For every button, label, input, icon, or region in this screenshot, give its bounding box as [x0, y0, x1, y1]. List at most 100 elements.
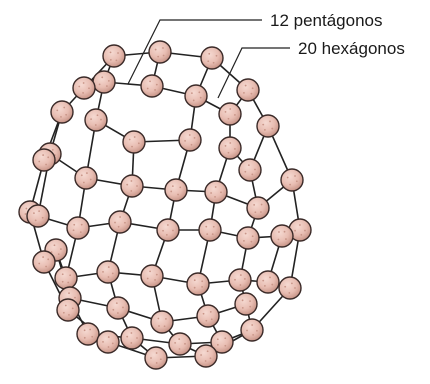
atom-texture-dot — [177, 194, 179, 196]
atom-texture-dot — [117, 52, 119, 54]
atom-texture-dot — [205, 360, 207, 362]
carbon-atom — [121, 175, 143, 197]
atom-texture-dot — [99, 83, 101, 85]
atom-texture-dot — [69, 274, 71, 276]
atom-texture-dot — [210, 192, 212, 194]
atom-texture-dot — [95, 124, 97, 126]
atom-texture-dot — [47, 258, 49, 260]
atom-texture-dot — [88, 87, 90, 89]
atom-texture-dot — [84, 329, 86, 331]
atom-texture-dot — [134, 136, 136, 138]
atom-texture-dot — [264, 129, 266, 131]
carbon-atom — [141, 75, 163, 97]
atom-texture-dot — [194, 279, 196, 281]
atom-texture-dot — [254, 169, 256, 171]
carbon-atom — [141, 265, 163, 287]
atom-texture-dot — [160, 358, 162, 360]
atom-texture-dot — [225, 145, 227, 147]
atom-texture-dot — [78, 86, 80, 88]
atom-texture-dot — [122, 307, 124, 309]
carbon-atom — [103, 45, 125, 67]
atom-texture-dot — [149, 270, 151, 272]
atom-texture-dot — [256, 330, 258, 332]
atom-texture-dot — [205, 226, 207, 228]
atom-texture-dot — [299, 224, 301, 226]
atom-texture-dot — [62, 273, 64, 275]
atom-texture-dot — [229, 142, 231, 144]
atom-texture-dot — [212, 233, 214, 235]
carbon-atom — [241, 319, 263, 341]
atom-texture-dot — [193, 100, 195, 102]
carbon-atom — [169, 333, 191, 355]
carbon-atom — [281, 169, 303, 191]
carbon-atom — [247, 197, 269, 219]
carbon-atom — [187, 273, 209, 295]
atom-texture-dot — [73, 229, 75, 231]
atom-texture-dot — [163, 55, 165, 57]
atom-texture-dot — [252, 235, 254, 237]
atom-texture-dot — [261, 204, 263, 206]
atom-texture-dot — [234, 114, 236, 116]
atom-texture-dot — [294, 287, 296, 289]
atom-texture-dot — [42, 256, 44, 258]
carbon-atom — [195, 345, 217, 367]
atom-texture-dot — [114, 222, 116, 224]
atom-texture-dot — [251, 324, 253, 326]
atom-texture-dot — [68, 314, 70, 316]
carbon-atom — [123, 131, 145, 153]
carbon-atom — [235, 293, 257, 315]
carbon-atom — [197, 305, 219, 327]
atom-texture-dot — [81, 174, 83, 176]
atom-texture-dot — [249, 306, 251, 308]
atom-texture-dot — [102, 341, 104, 343]
atom-texture-dot — [126, 184, 128, 186]
atom-texture-dot — [287, 177, 289, 179]
atom-texture-dot — [194, 287, 196, 289]
atom-texture-dot — [262, 124, 264, 126]
atom-texture-dot — [150, 357, 152, 359]
atom-texture-dot — [284, 231, 286, 233]
atom-texture-dot — [191, 92, 193, 94]
carbon-atom — [239, 159, 261, 181]
atom-texture-dot — [164, 325, 166, 327]
carbon-atom — [205, 181, 227, 203]
atom-texture-dot — [217, 338, 219, 340]
atom-texture-dot — [228, 118, 230, 120]
atom-texture-dot — [203, 313, 205, 315]
atom-texture-dot — [108, 336, 110, 338]
atom-texture-dot — [81, 224, 83, 226]
atom-texture-dot — [253, 204, 255, 206]
carbon-atom — [51, 101, 73, 123]
carbon-atom — [33, 149, 55, 171]
atom-texture-dot — [234, 279, 236, 281]
carbon-atom — [33, 251, 55, 273]
atom-texture-dot — [84, 337, 86, 339]
atom-texture-dot — [68, 292, 70, 294]
atom-texture-dot — [224, 337, 226, 339]
atom-texture-dot — [214, 196, 216, 198]
atom-texture-dot — [278, 231, 280, 233]
atom-texture-dot — [155, 49, 157, 51]
atom-texture-dot — [174, 342, 176, 344]
atom-texture-dot — [249, 300, 251, 302]
carbon-atom — [107, 297, 129, 319]
atom-texture-dot — [194, 137, 196, 139]
atom-texture-dot — [165, 318, 167, 320]
carbon-atom — [27, 205, 49, 227]
carbon-atom — [271, 225, 293, 247]
atom-texture-dot — [304, 230, 306, 232]
atom-texture-dot — [157, 56, 159, 58]
atom-texture-dot — [207, 60, 209, 62]
atom-texture-dot — [198, 91, 200, 93]
atom-texture-dot — [217, 344, 219, 346]
atom-texture-dot — [288, 292, 290, 294]
atom-texture-dot — [210, 357, 212, 359]
atom-texture-dot — [108, 346, 110, 348]
atom-texture-dot — [74, 297, 76, 299]
atom-texture-dot — [224, 345, 226, 347]
atom-texture-dot — [91, 336, 93, 338]
carbon-atom — [157, 219, 179, 241]
atom-texture-dot — [207, 350, 209, 352]
carbon-atom — [97, 331, 119, 353]
atom-texture-dot — [60, 248, 62, 250]
